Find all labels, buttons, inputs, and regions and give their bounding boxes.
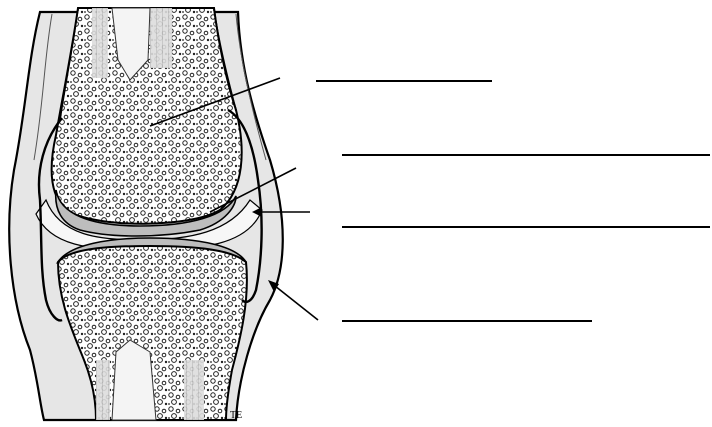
upper-bone xyxy=(52,8,242,224)
answer-blanks xyxy=(316,81,710,321)
artist-signature: TE xyxy=(230,410,242,421)
leader-line-4 xyxy=(270,282,318,320)
